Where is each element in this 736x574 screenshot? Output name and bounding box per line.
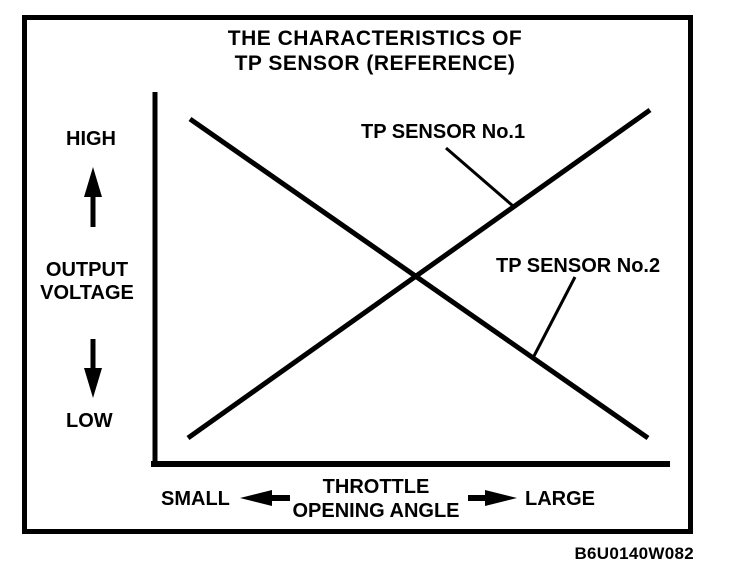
x-axis-title: THROTTLE OPENING ANGLE bbox=[270, 475, 482, 523]
series-label-sensor1: TP SENSOR No.1 bbox=[361, 121, 526, 143]
chart-title-line2: TP SENSOR (REFERENCE) bbox=[234, 52, 516, 75]
sensor1-leader-line bbox=[445, 146, 514, 208]
chart-title: THE CHARACTERISTICS OF TP SENSOR (REFERE… bbox=[175, 26, 575, 76]
x-axis-title-line1: THROTTLE bbox=[322, 476, 430, 498]
x-axis-small-label: SMALL bbox=[161, 488, 230, 510]
chart-title-line1: THE CHARACTERISTICS OF bbox=[227, 27, 523, 50]
right-arrow-icon bbox=[468, 490, 517, 506]
y-axis-title: OUTPUT VOLTAGE bbox=[28, 259, 146, 305]
diagram-border bbox=[22, 15, 693, 534]
left-arrow-icon bbox=[240, 490, 290, 506]
y-axis-low-label: LOW bbox=[66, 410, 113, 432]
series-label-sensor2: TP SENSOR No.2 bbox=[496, 255, 661, 277]
y-axis-high-label: HIGH bbox=[66, 128, 116, 150]
y-axis-title-line1: OUTPUT bbox=[45, 259, 129, 281]
down-arrow-icon bbox=[84, 339, 102, 398]
y-axis-title-line2: VOLTAGE bbox=[40, 282, 134, 304]
up-arrow-icon bbox=[84, 167, 102, 227]
x-axis-large-label: LARGE bbox=[525, 488, 595, 510]
tp-sensor-1-line bbox=[186, 107, 652, 441]
tp-sensor-2-line bbox=[188, 116, 650, 441]
sensor2-leader-line bbox=[532, 276, 577, 357]
figure-code: B6U0140W082 bbox=[574, 544, 694, 563]
x-axis-title-line2: OPENING ANGLE bbox=[292, 500, 460, 522]
